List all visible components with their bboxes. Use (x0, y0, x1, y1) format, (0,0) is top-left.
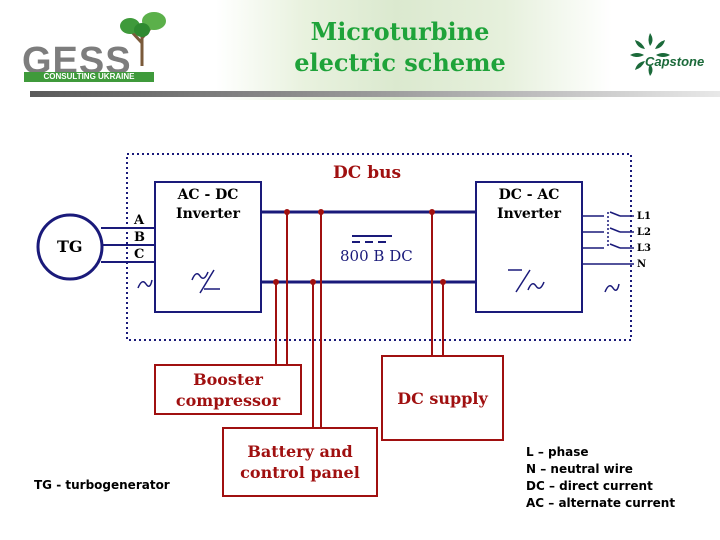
legend-item: DC – direct current (526, 479, 653, 493)
l2-label: L2 (637, 227, 651, 238)
phase-a-label: A (134, 213, 145, 228)
booster-compressor-box (154, 364, 302, 415)
dc-ac-inverter-box (475, 181, 583, 313)
dc-voltage-label: 800 B DC (340, 247, 413, 265)
booster-line-2: compressor (175, 391, 281, 410)
phase-input-wires (101, 227, 155, 263)
legend-item: N – neutral wire (526, 462, 633, 476)
ac-dc-inverter-label: AC - DC Inverter (155, 186, 261, 224)
capstone-logo: Capstone (645, 54, 705, 69)
dc-supply-box (381, 355, 504, 441)
tree-logo-icon (120, 12, 166, 66)
gess-logo-subtitle: CONSULTING UKRAINE (24, 72, 154, 82)
battery-control-panel-box (222, 427, 378, 497)
header-background (0, 0, 720, 100)
ac-dc-inverter-box (154, 181, 262, 313)
capstone-swirl-icon (630, 33, 670, 76)
header-divider (30, 91, 720, 97)
load-connection-wires (275, 212, 444, 428)
battery-line-2: control panel (240, 463, 360, 482)
legend: L – phase N – neutral wire DC – direct c… (526, 444, 675, 512)
title-line-2: electric scheme (294, 48, 506, 77)
ac-dc-line-2: Inverter (176, 206, 240, 222)
dc-ac-line-1: DC - AC (498, 187, 560, 203)
legend-item: AC – alternate current (526, 496, 676, 510)
phase-output-labels: L1 L2 L3 N (637, 209, 651, 273)
tg-label: TG (57, 237, 83, 256)
tg-note: TG - turbogenerator (34, 478, 170, 492)
l1-label: L1 (637, 211, 651, 222)
booster-compressor-label: Booster compressor (155, 369, 301, 411)
dc-ac-line-2: Inverter (497, 206, 561, 222)
page-title: Microturbine electric scheme (230, 16, 570, 78)
booster-line-1: Booster (193, 370, 263, 389)
phase-b-label: B (134, 230, 145, 245)
dc-symbol-icon (352, 235, 392, 243)
dc-supply-label: DC supply (397, 389, 488, 408)
phase-output-wires (582, 211, 634, 265)
battery-line-1: Battery and (247, 442, 353, 461)
l3-label: L3 (637, 243, 651, 254)
ac-dc-line-1: AC - DC (177, 187, 239, 203)
converter-symbols (137, 269, 620, 294)
turbogenerator (36, 213, 104, 281)
battery-control-panel-label: Battery and control panel (223, 441, 377, 483)
phase-input-labels: A B C (134, 212, 145, 263)
dc-ac-inverter-label: DC - AC Inverter (476, 186, 582, 224)
phase-c-label: C (134, 247, 145, 262)
dc-bus-label: DC bus (333, 163, 402, 183)
title-line-1: Microturbine (310, 17, 490, 46)
n-label: N (637, 259, 647, 270)
legend-item: L – phase (526, 445, 589, 459)
dc-bus-enclosure (126, 153, 632, 341)
